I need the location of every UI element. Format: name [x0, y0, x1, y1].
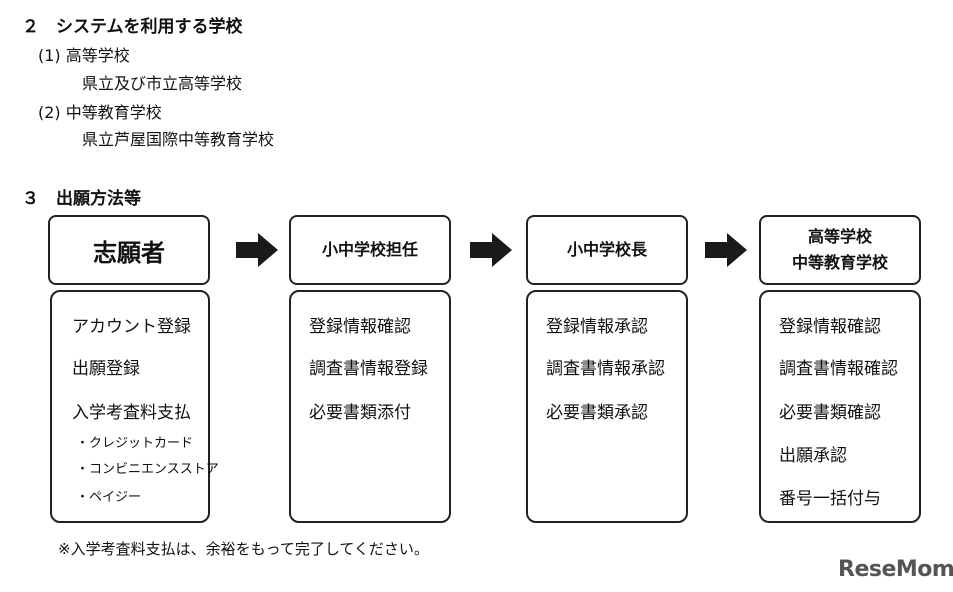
- flow-step-4-item-3: 必要書類確認: [779, 403, 881, 423]
- flow-step-3-item-3: 必要書類承認: [546, 403, 648, 423]
- flow-step-2-item-2: 調査書情報登録: [309, 359, 428, 379]
- flow-step-1-heading-text: 志願者: [93, 238, 165, 267]
- resemom-logo: ReseMom: [838, 557, 953, 582]
- flow-step-2-item-1: 登録情報確認: [309, 317, 411, 337]
- flow-step-3-item-2: 調査書情報承認: [546, 359, 665, 379]
- flow-arrow-3-icon: [705, 233, 747, 267]
- flow-step-4-heading: 高等学校 中等教育学校: [759, 215, 921, 285]
- flow-step-1-subitem-1: ・クレジットカード: [76, 436, 194, 451]
- flow-step-1-heading: 志願者: [48, 215, 210, 285]
- flow-step-1-item-1: アカウント登録: [72, 317, 191, 337]
- flow-step-4-item-5: 番号一括付与: [779, 489, 881, 509]
- flow-step-2-body: 登録情報確認 調査書情報登録 必要書類添付: [289, 290, 451, 523]
- section2-item-1-detail: 県立及び市立高等学校: [82, 74, 243, 93]
- flow-step-1-item-3: 入学考査料支払: [72, 403, 191, 423]
- section3-title: ３ 出願方法等: [22, 189, 141, 209]
- section2-item-1-label: (1) 高等学校: [38, 46, 130, 65]
- footnote: ※入学考査料支払は、余裕をもって完了してください。: [58, 540, 429, 558]
- flow-step-3-heading-text: 小中学校長: [566, 240, 647, 259]
- flow-step-3-heading: 小中学校長: [526, 215, 688, 285]
- flow-step-4-heading-line-2: 中等教育学校: [791, 253, 888, 272]
- section2-item-2-label: (2) 中等教育学校: [38, 103, 162, 122]
- flow-step-4-body: 登録情報確認 調査書情報確認 必要書類確認 出願承認 番号一括付与: [759, 290, 921, 523]
- flow-step-1-item-2: 出願登録: [72, 359, 140, 379]
- flow-step-4-heading-line-1: 高等学校: [807, 227, 872, 246]
- flow-step-2-item-3: 必要書類添付: [309, 403, 411, 423]
- flow-step-3-body: 登録情報承認 調査書情報承認 必要書類承認: [526, 290, 688, 523]
- flow-step-1-subitem-2: ・コンビニエンスストア: [76, 462, 219, 477]
- section2-title: ２ システムを利用する学校: [22, 17, 243, 37]
- flow-arrow-2-icon: [470, 233, 512, 267]
- flow-arrow-1-icon: [236, 233, 278, 267]
- section2-item-2-detail: 県立芦屋国際中等教育学校: [82, 130, 275, 149]
- flow-step-1-subitem-3: ・ペイジー: [76, 490, 142, 505]
- flow-step-1-body: アカウント登録 出願登録 入学考査料支払 ・クレジットカード ・コンビニエンスス…: [50, 290, 219, 523]
- flow-step-2-heading: 小中学校担任: [289, 215, 451, 285]
- flow-step-4-item-1: 登録情報確認: [779, 317, 881, 337]
- flow-step-2-heading-text: 小中学校担任: [321, 240, 418, 259]
- flow-step-3-item-1: 登録情報承認: [546, 317, 648, 337]
- flow-step-4-item-2: 調査書情報確認: [779, 359, 898, 379]
- flow-step-4-item-4: 出願承認: [779, 446, 847, 466]
